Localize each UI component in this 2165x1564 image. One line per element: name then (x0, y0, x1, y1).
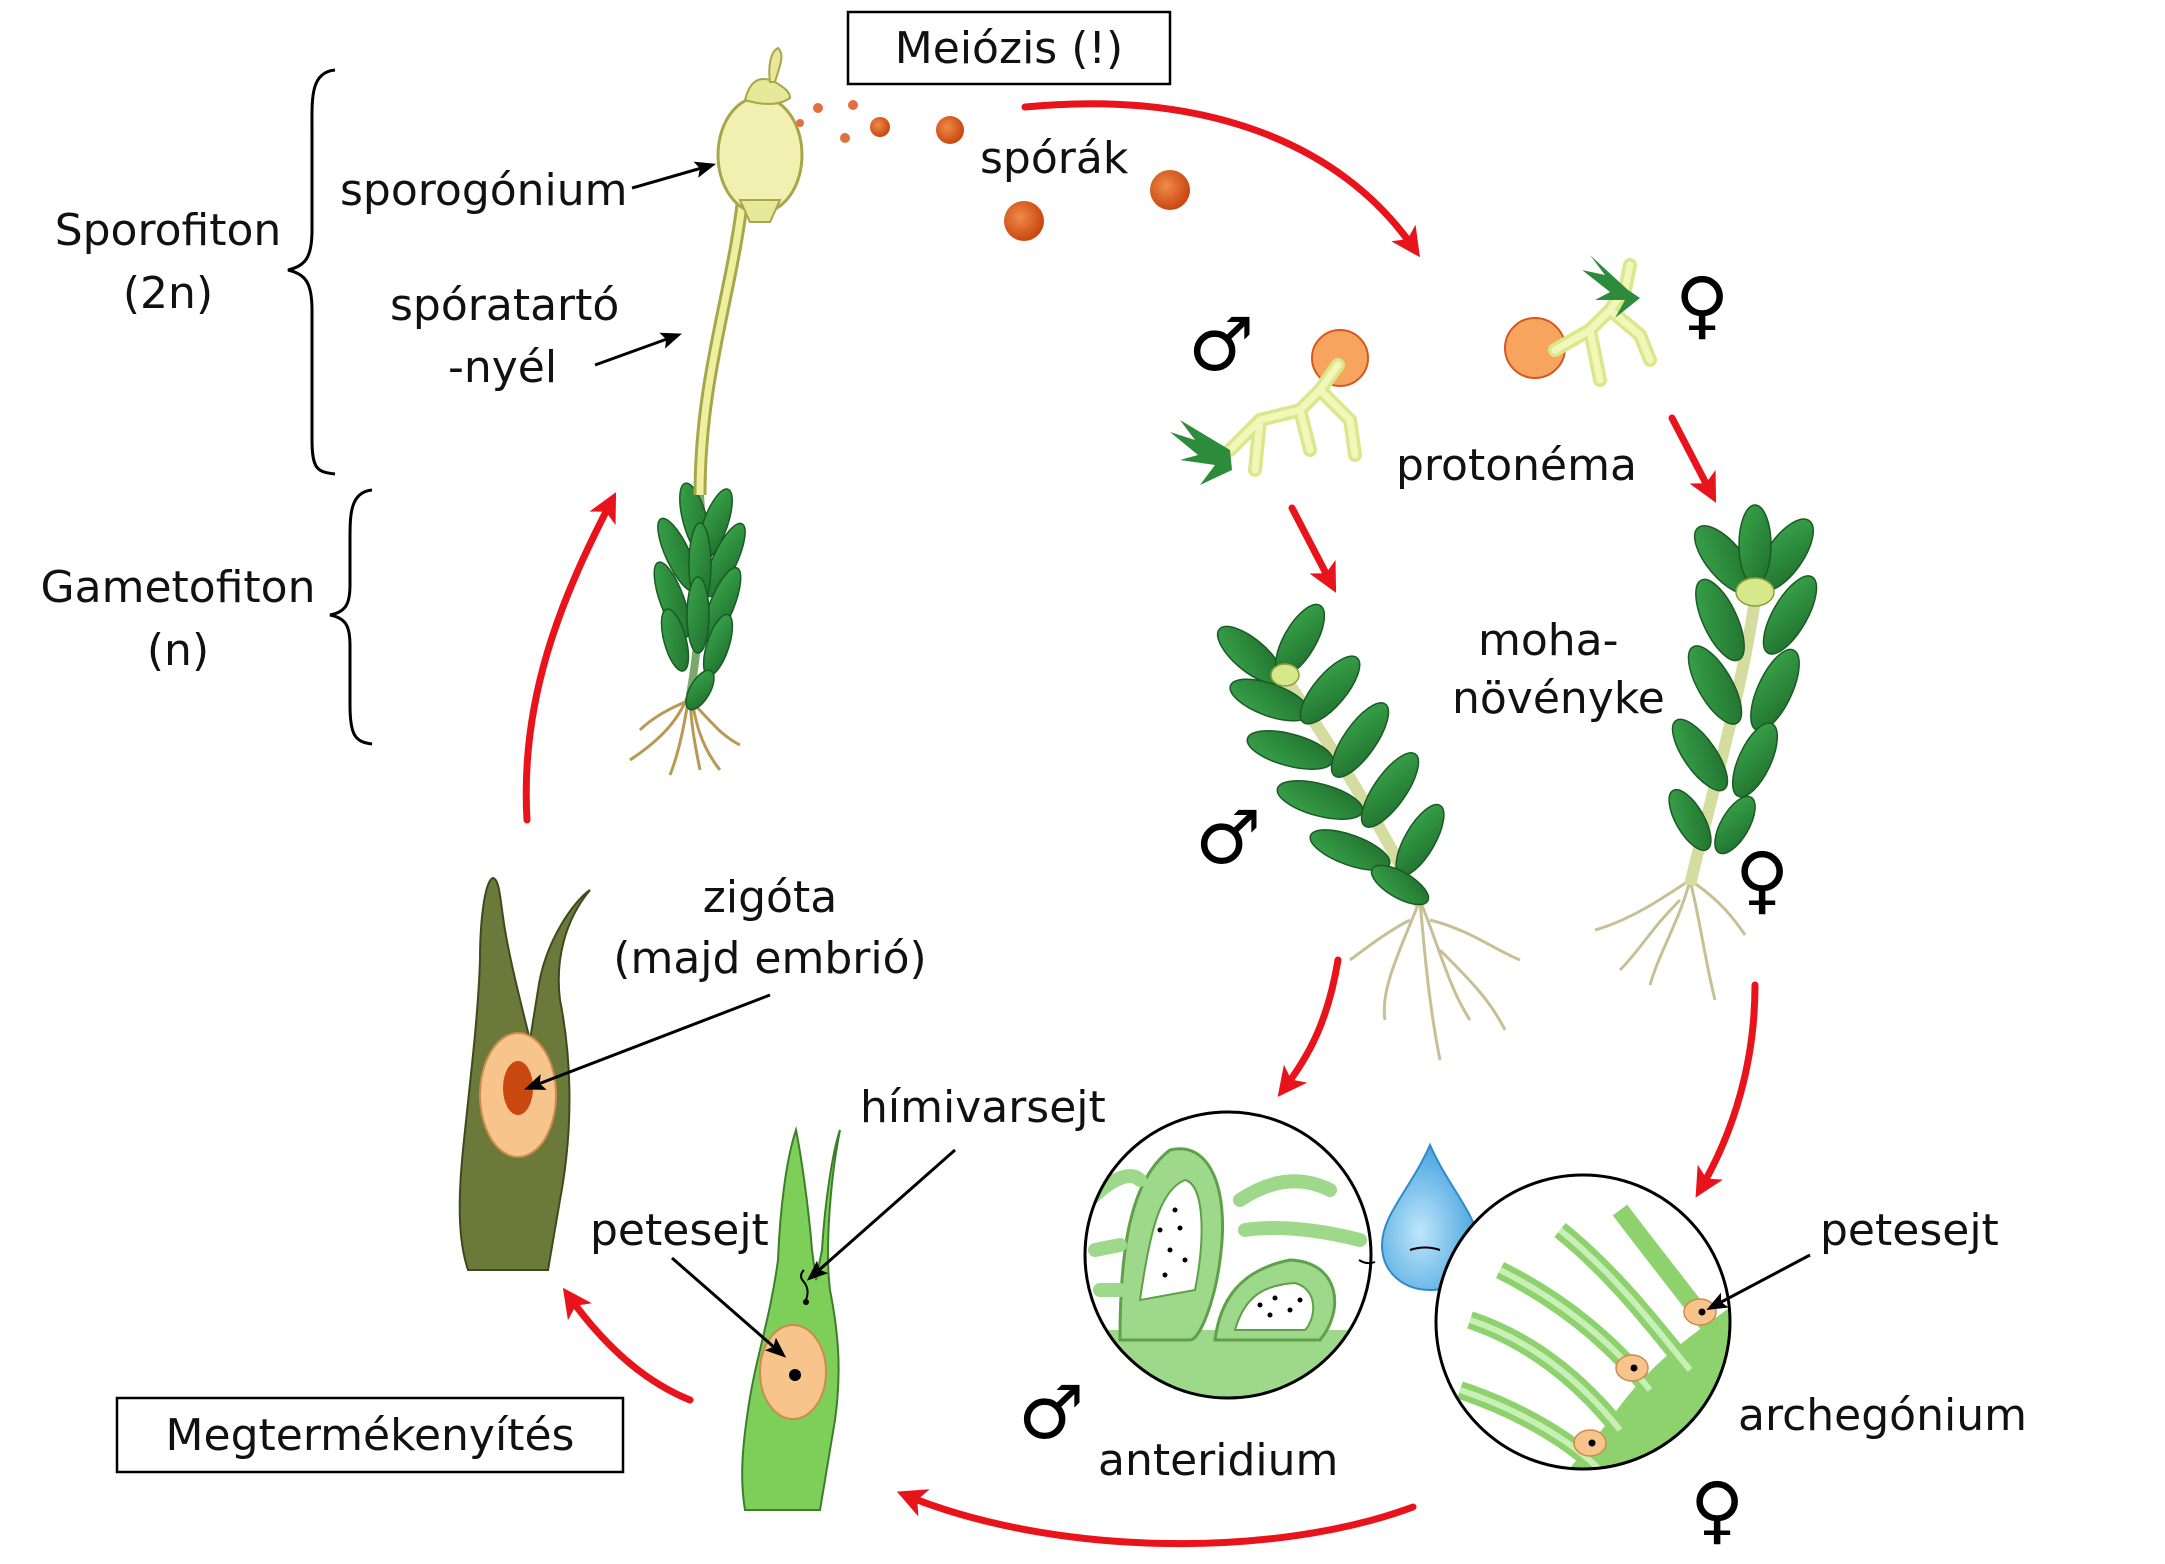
sporophyte-brace (287, 68, 336, 476)
sperm-pointer (806, 1148, 956, 1281)
spores (796, 100, 1190, 241)
egg-right-label: petesejt (1820, 1205, 1999, 1256)
gametophyte-label: Gametofiton (41, 562, 316, 613)
sperm-cell (800, 1269, 809, 1301)
gametophyte-ploidy: (n) (147, 625, 209, 676)
zygote-label-line1: zigóta (703, 872, 837, 923)
male-symbol-icon: ♂ (1018, 1370, 1084, 1456)
egg-left-label: petesejt (590, 1205, 769, 1256)
moss-label-line2: növényke (1452, 673, 1665, 724)
sporogonium-label: sporogónium (340, 165, 628, 216)
female-symbol-icon: ♀ (1690, 1467, 1744, 1553)
archegonium-label: archegónium (1738, 1390, 2027, 1441)
fertilization-box: Megtermékenyítés (115, 1396, 625, 1474)
zygote-label-line2: (majd embrió) (613, 933, 926, 984)
seta-pointer (594, 332, 682, 367)
male-moss-plant (1216, 603, 1521, 1061)
arrow-male-moss-to-antheridium (1277, 956, 1342, 1097)
meiosis-box: Meiózis (!) (846, 10, 1172, 86)
protonema-female (1504, 255, 1657, 387)
sporogonium-capsule (716, 95, 804, 215)
arrow-female-moss-to-archegonium (1695, 981, 1759, 1198)
sporophyte-ploidy: (2n) (123, 268, 213, 319)
red-cycle-arrow-icon (522, 100, 1759, 1548)
zygote-pointer (524, 993, 771, 1090)
archegonium-detail (1434, 1173, 1732, 1471)
female-symbol-icon: ♀ (1675, 262, 1729, 348)
protonema-male (1170, 329, 1369, 485)
male-symbol-icon: ♂ (1188, 302, 1254, 388)
spores-label: spórák (980, 133, 1129, 184)
sporophyte-label: Sporofiton (55, 205, 282, 256)
protonema-male-bud (1170, 420, 1232, 485)
sporogonium-pointer (631, 161, 717, 190)
seta-label-line2: -nyél (448, 342, 557, 393)
protonema-label: protonéma (1396, 440, 1637, 491)
arrow-zygote-to-sporophyte (522, 492, 617, 824)
fertilization-archegonium (741, 1126, 841, 1511)
rhizoids (629, 689, 741, 776)
meiosis-label: Meiózis (!) (895, 23, 1123, 74)
arrow-gametangia-to-fertilization (896, 1489, 1417, 1548)
female-symbol-icon: ♀ (1735, 837, 1789, 923)
protonema-female-bud (1582, 255, 1640, 318)
arrow-fertilization-to-zygote (562, 1287, 694, 1404)
antheridium-detail (1083, 1110, 1373, 1400)
antheridium-label: anteridium (1098, 1435, 1338, 1486)
fertilization-label: Megtermékenyítés (166, 1410, 575, 1461)
arrow-spores-to-protonema (1021, 100, 1420, 258)
male-symbol-icon: ♂ (1195, 795, 1261, 881)
arrow-protonema-to-female-moss (1668, 414, 1717, 503)
egg-nucleus (789, 1369, 801, 1381)
zygote-archegonium (458, 876, 591, 1271)
egg-right-pointer (1706, 1253, 1811, 1310)
gametophyte-leaves (653, 482, 746, 711)
seta-label-line1: spóratartó (390, 280, 619, 331)
sperm-label: hímivarsejt (860, 1082, 1106, 1133)
egg-left-pointer (671, 1256, 787, 1358)
sporophyte-illustration (629, 46, 804, 776)
gametophyte-brace (329, 488, 373, 746)
female-moss-plant (1594, 504, 1818, 1001)
moss-label-line1: moha- (1478, 615, 1619, 666)
arrow-protonema-to-male-moss (1288, 504, 1337, 593)
